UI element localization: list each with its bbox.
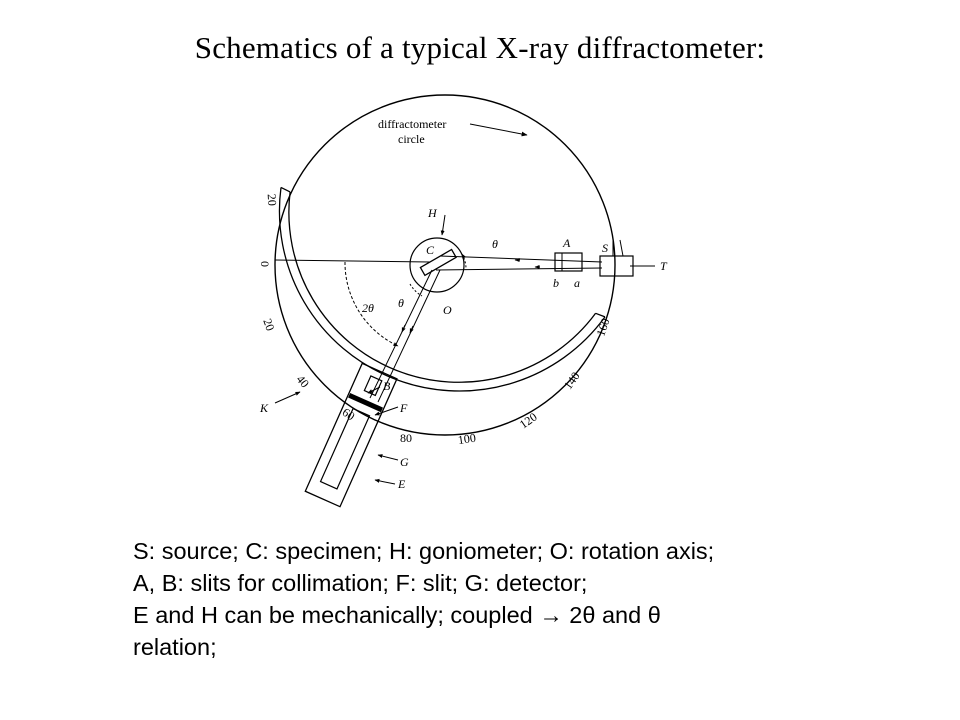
diffractometer-diagram: 20 0 20 40 60 80 100 120 140 160 diffrac… (258, 94, 668, 508)
label-two-theta: 2θ (362, 301, 374, 315)
scale-label-140: 140 (561, 369, 583, 392)
angle-scale-outer (278, 187, 606, 392)
label-s: S (602, 241, 608, 255)
goniometer-circle (409, 237, 465, 293)
detector-g (319, 407, 371, 490)
label-k: K (259, 401, 269, 415)
label-t: T (660, 259, 668, 273)
slit-f (348, 392, 384, 413)
scale-label-100: 100 (457, 431, 477, 447)
scale-label-20: 20 (260, 317, 277, 333)
label-o: O (443, 303, 452, 317)
label-g: G (400, 455, 409, 469)
label-theta-mid: θ (398, 296, 404, 310)
caption-line-4: relation; (133, 634, 217, 660)
label-b: B (383, 379, 391, 393)
scale-label-20-top: 20 (265, 193, 280, 206)
diffractometer-circle (274, 94, 616, 436)
scale-label-40: 40 (294, 372, 312, 390)
caption-line-3: E and H can be mechanically; coupled → 2… (133, 602, 661, 628)
circle-label-line1: diffractometer (378, 117, 446, 131)
slit-a (554, 252, 583, 272)
label-b-small: b (553, 276, 559, 290)
label-e: E (397, 477, 406, 491)
detector-housing-e (304, 362, 398, 508)
caption: S: source; C: specimen; H: goniometer; O… (133, 535, 923, 663)
label-h: H (427, 206, 438, 220)
source (599, 255, 634, 277)
slide-title: Schematics of a typical X-ray diffractom… (194, 30, 766, 65)
label-a: A (562, 236, 571, 250)
caption-line-1: S: source; C: specimen; H: goniometer; O… (133, 538, 715, 564)
scale-label-80: 80 (400, 431, 412, 445)
scale-label-120: 120 (517, 410, 540, 432)
angle-scale-inner (288, 191, 597, 383)
label-c: C (426, 243, 435, 257)
scale-label-160: 160 (593, 316, 612, 338)
label-f: F (399, 401, 408, 415)
label-theta-top: θ (492, 237, 498, 251)
label-a-small: a (574, 276, 580, 290)
zero-reference-line (274, 259, 431, 263)
circle-label-line2: circle (398, 132, 425, 146)
caption-line-2: A, B: slits for collimation; F: slit; G:… (133, 570, 588, 596)
scale-label-0: 0 (258, 261, 272, 267)
